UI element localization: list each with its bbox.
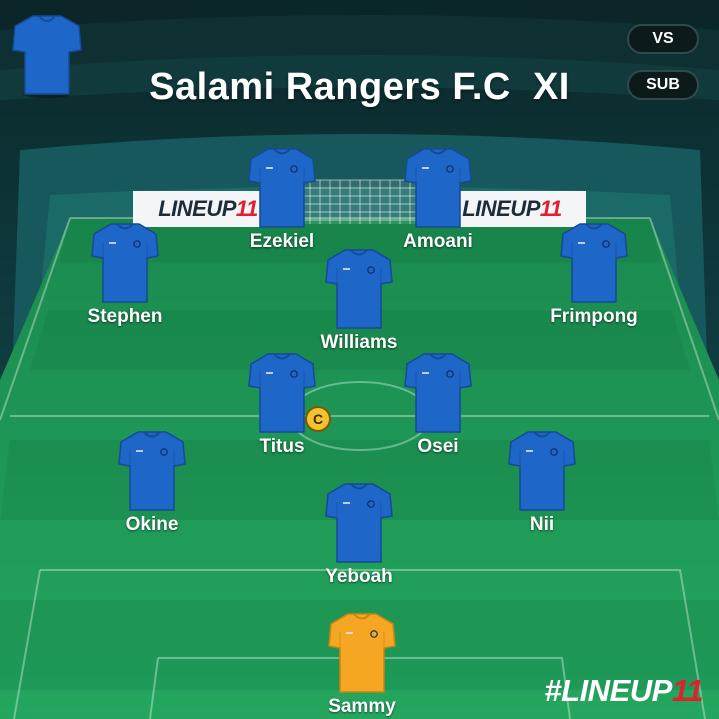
player-name: Stephen (87, 306, 163, 327)
blue-kit-icon (560, 223, 628, 303)
blue-kit-icon (508, 431, 576, 511)
sponsor-board-number: 11 (539, 196, 562, 221)
player-name: Amoani (403, 231, 473, 252)
hashtag-watermark: #LINEUP11 (544, 673, 703, 709)
player-card-sammy[interactable]: Sammy (297, 612, 427, 718)
player-name: Ezekiel (249, 231, 315, 252)
blue-kit-icon (248, 353, 316, 433)
player-card-yeboah[interactable]: Yeboah (294, 482, 424, 588)
player-card-williams[interactable]: Williams (294, 248, 424, 354)
blue-kit-icon (118, 431, 186, 511)
player-name: Titus (259, 436, 305, 457)
sponsor-board-number: 11 (235, 196, 258, 221)
sponsor-board-text: LINEUP (158, 196, 236, 221)
player-name: Osei (417, 436, 459, 457)
player-card-ezekiel[interactable]: Ezekiel (217, 147, 347, 253)
page-title: Salami Rangers F.C XI (149, 66, 570, 108)
blue-kit-icon (325, 249, 393, 329)
blue-kit-icon (404, 353, 472, 433)
captain-badge: C (305, 406, 331, 432)
hashtag-text: #LINEUP (544, 673, 672, 708)
hashtag-number: 11 (671, 673, 704, 708)
player-name: Sammy (328, 696, 396, 717)
sponsor-board-text: LINEUP (462, 196, 540, 221)
blue-kit-icon (91, 223, 159, 303)
sub-button[interactable]: SUB (627, 70, 699, 100)
player-card-okine[interactable]: Okine (87, 430, 217, 536)
player-card-stephen[interactable]: Stephen (60, 222, 190, 328)
vs-button[interactable]: VS (627, 24, 699, 54)
player-name: Okine (125, 514, 179, 535)
blue-kit-icon (248, 148, 316, 228)
player-card-osei[interactable]: Osei (373, 352, 503, 458)
substitute-kit-icon[interactable] (11, 14, 83, 103)
player-name: Yeboah (325, 566, 393, 587)
goal-net-icon (299, 179, 421, 224)
player-name: Frimpong (550, 306, 638, 327)
player-card-amoani[interactable]: Amoani (373, 147, 503, 253)
blue-kit-icon (404, 148, 472, 228)
player-card-frimpong[interactable]: Frimpong (529, 222, 659, 328)
blue-kit-icon (325, 483, 393, 563)
player-name: Williams (320, 332, 398, 353)
player-name: Nii (529, 514, 555, 535)
player-card-nii[interactable]: Nii (477, 430, 607, 536)
yellow-kit-icon (328, 613, 396, 693)
